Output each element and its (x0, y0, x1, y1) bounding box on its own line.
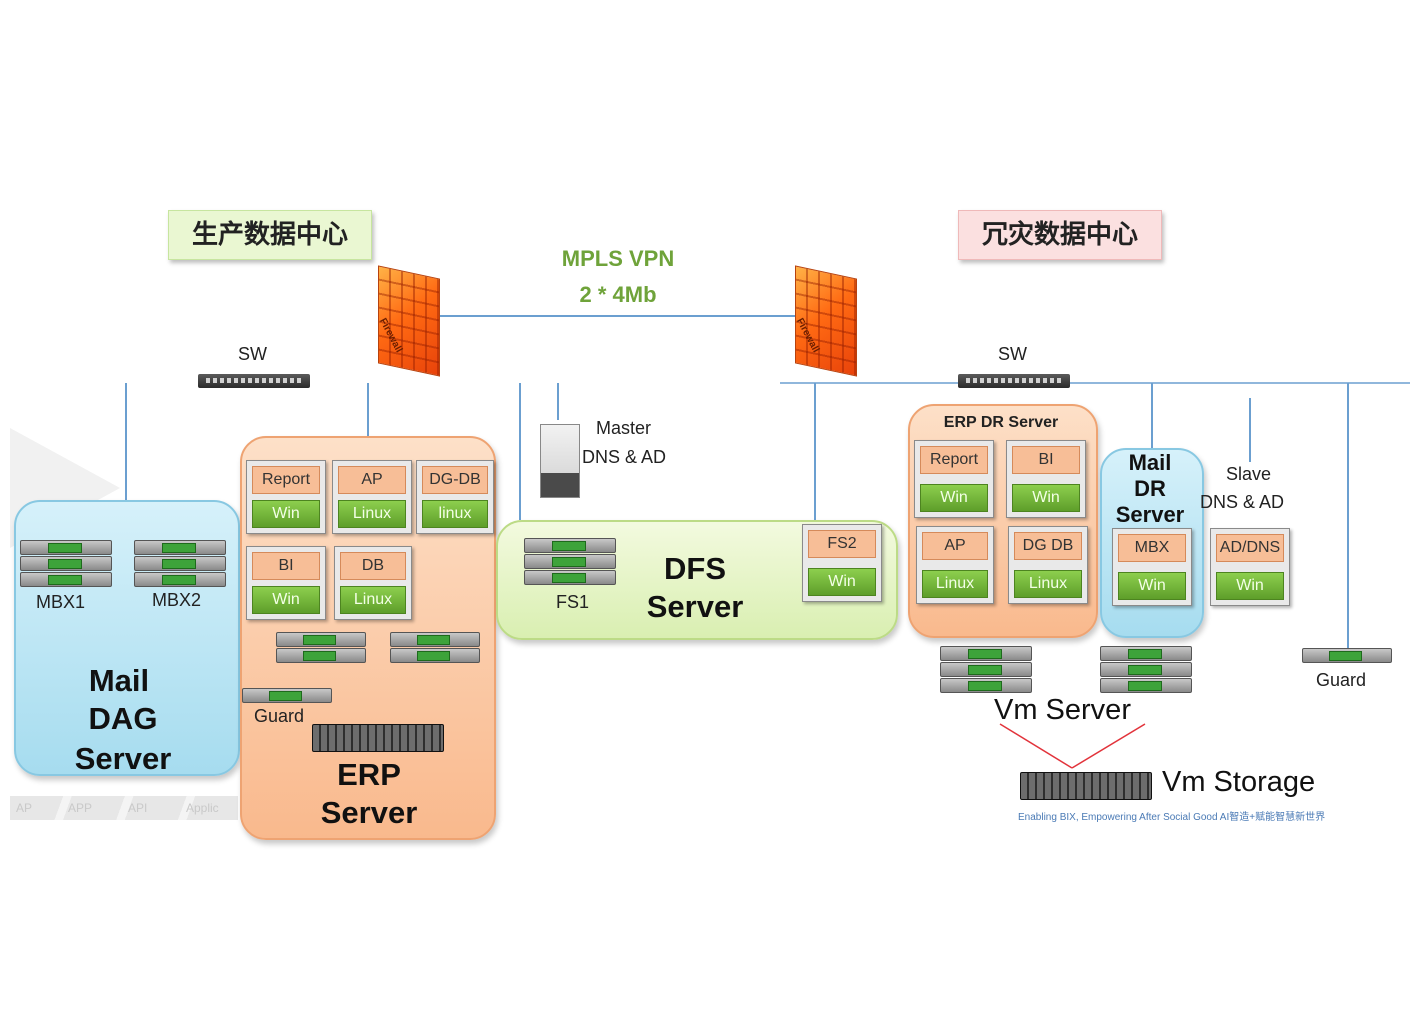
mail-dr-cell-role: MBX (1118, 534, 1186, 562)
mail-dag-title-1: Mail (88, 663, 150, 698)
erp-dr-cell-role: DG DB (1014, 532, 1082, 560)
vm-storage-link-2 (1071, 723, 1146, 769)
mbx1-server-icon (20, 540, 112, 587)
erp-cell-os: linux (422, 500, 488, 528)
production-dc-label: 生产数据中心 (168, 210, 372, 260)
vm-host-icon (940, 646, 1032, 693)
erp-dr-cell: DG DB Linux (1008, 526, 1088, 604)
dr-guard-label: Guard (1316, 670, 1367, 690)
sw-right-label: SW (998, 344, 1027, 364)
mbx2-server-icon (134, 540, 226, 587)
master-dns-line-1: Master (596, 418, 652, 438)
erp-cell-os: Win (252, 500, 320, 528)
erp-cell: DG-DB linux (416, 460, 494, 534)
erp-host-icon (276, 632, 366, 664)
erp-dr-cell-os: Win (920, 484, 988, 512)
erp-cell: Report Win (246, 460, 326, 534)
dr-dc-label: 冗灾数据中心 (958, 210, 1162, 260)
wan-line-2: 2 * 4Mb (579, 282, 657, 307)
slogan-text: Enabling BIX, Empowering After Social Go… (1018, 812, 1326, 823)
erp-dr-cell-os: Linux (922, 570, 988, 598)
fs1-server-icon (524, 538, 616, 585)
erp-dr-cell: AP Linux (916, 526, 994, 604)
mail-dag-title-3: Server (74, 741, 172, 776)
erp-guard-server-icon (242, 688, 332, 704)
switch-right-icon (958, 374, 1070, 388)
vm-storage-link-1 (999, 723, 1073, 769)
erp-title-2: Server (320, 795, 418, 830)
erp-dr-cell-role: Report (920, 446, 988, 474)
erp-cell-role: DB (340, 552, 406, 580)
vm-host-icon (1100, 646, 1192, 693)
slave-dns-cell-os: Win (1216, 572, 1284, 600)
erp-cell-role: DG-DB (422, 466, 488, 494)
erp-storage-icon (312, 724, 444, 752)
fs2-os: Win (808, 568, 876, 596)
erp-cell-role: BI (252, 552, 320, 580)
erp-host-icon (390, 632, 480, 664)
footer-tab-strip: AP APP API Applic (10, 796, 238, 820)
mail-dr-title-3: Server (1115, 502, 1185, 527)
footer-tab: APP (68, 801, 93, 815)
dfs-title-1: DFS (664, 551, 726, 586)
slave-dns-line-2: DNS & AD (1200, 492, 1285, 512)
switch-left-icon (198, 374, 310, 388)
footer-tab: AP (16, 801, 33, 815)
erp-cell-os: Linux (340, 586, 406, 614)
wan-line-1: MPLS VPN (561, 246, 675, 271)
erp-dr-cell-os: Win (1012, 484, 1080, 512)
mbx2-label: MBX2 (152, 590, 202, 610)
mbx1-label: MBX1 (36, 592, 86, 612)
vm-server-label: Vm Server (994, 694, 1131, 726)
dr-guard-server-icon (1302, 648, 1392, 664)
erp-cell: BI Win (246, 546, 326, 620)
fs2-cell: FS2 Win (802, 524, 882, 602)
fs1-label: FS1 (556, 592, 590, 612)
erp-dr-cell-role: AP (922, 532, 988, 560)
slave-dns-cell: AD/DNS Win (1210, 528, 1290, 606)
mail-dr-title-1: Mail (1128, 450, 1172, 475)
footer-tab: Applic (186, 801, 219, 815)
erp-dr-cell: BI Win (1006, 440, 1086, 518)
erp-cell-os: Win (252, 586, 320, 614)
fs2-role: FS2 (808, 530, 876, 558)
mail-dr-cell-os: Win (1118, 572, 1186, 600)
erp-cell-role: AP (338, 466, 406, 494)
erp-title-1: ERP (337, 757, 401, 792)
mail-dr-cell: MBX Win (1112, 528, 1192, 606)
erp-dr-title: ERP DR Server (943, 414, 1059, 431)
sw-left-label: SW (238, 344, 267, 364)
erp-cell: AP Linux (332, 460, 412, 534)
erp-dr-cell-os: Linux (1014, 570, 1082, 598)
erp-cell: DB Linux (334, 546, 412, 620)
erp-dr-cell: Report Win (914, 440, 994, 518)
footer-tab: API (128, 801, 148, 815)
mail-dr-title-2: DR (1134, 476, 1166, 501)
slave-dns-line-1: Slave (1226, 464, 1272, 484)
vm-storage-icon (1020, 772, 1152, 800)
master-dns-line-2: DNS & AD (582, 447, 667, 467)
mail-dag-title-2: DAG (88, 701, 158, 736)
erp-cell-os: Linux (338, 500, 406, 528)
erp-cell-role: Report (252, 466, 320, 494)
erp-guard-label: Guard (254, 706, 305, 726)
dfs-title-2: Server (646, 589, 744, 624)
vm-storage-label: Vm Storage (1162, 766, 1316, 798)
erp-dr-cell-role: BI (1012, 446, 1080, 474)
slave-dns-cell-role: AD/DNS (1216, 534, 1284, 562)
master-dns-server-icon (540, 424, 580, 498)
